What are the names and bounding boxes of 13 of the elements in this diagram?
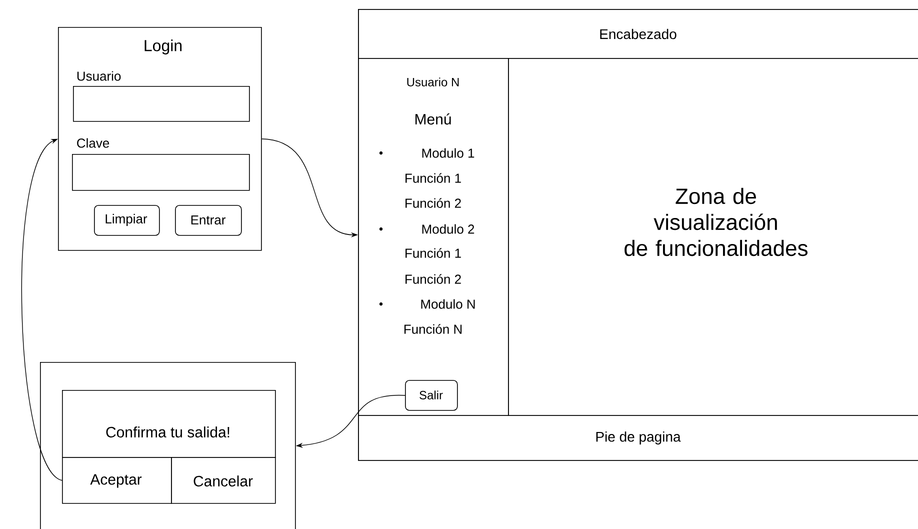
- field-label: Clave: [77, 138, 110, 148]
- field-label: Usuario: [77, 71, 121, 81]
- enter-button: Entrar: [175, 204, 242, 236]
- arrow: [22, 138, 62, 481]
- clear-button: Limpiar: [94, 204, 160, 236]
- dialog-window: [40, 362, 296, 529]
- cancel-button: Cancelar: [171, 456, 276, 504]
- exit-button: Salir: [405, 380, 458, 411]
- accept-button: Aceptar: [62, 456, 172, 504]
- message-box: Confirma tu salida!: [62, 390, 276, 458]
- footer-bar: Pie de pagina: [358, 414, 918, 461]
- header-bar: Encabezado: [358, 9, 918, 59]
- content-area: Zona de visualización de funcionalidades: [508, 58, 918, 416]
